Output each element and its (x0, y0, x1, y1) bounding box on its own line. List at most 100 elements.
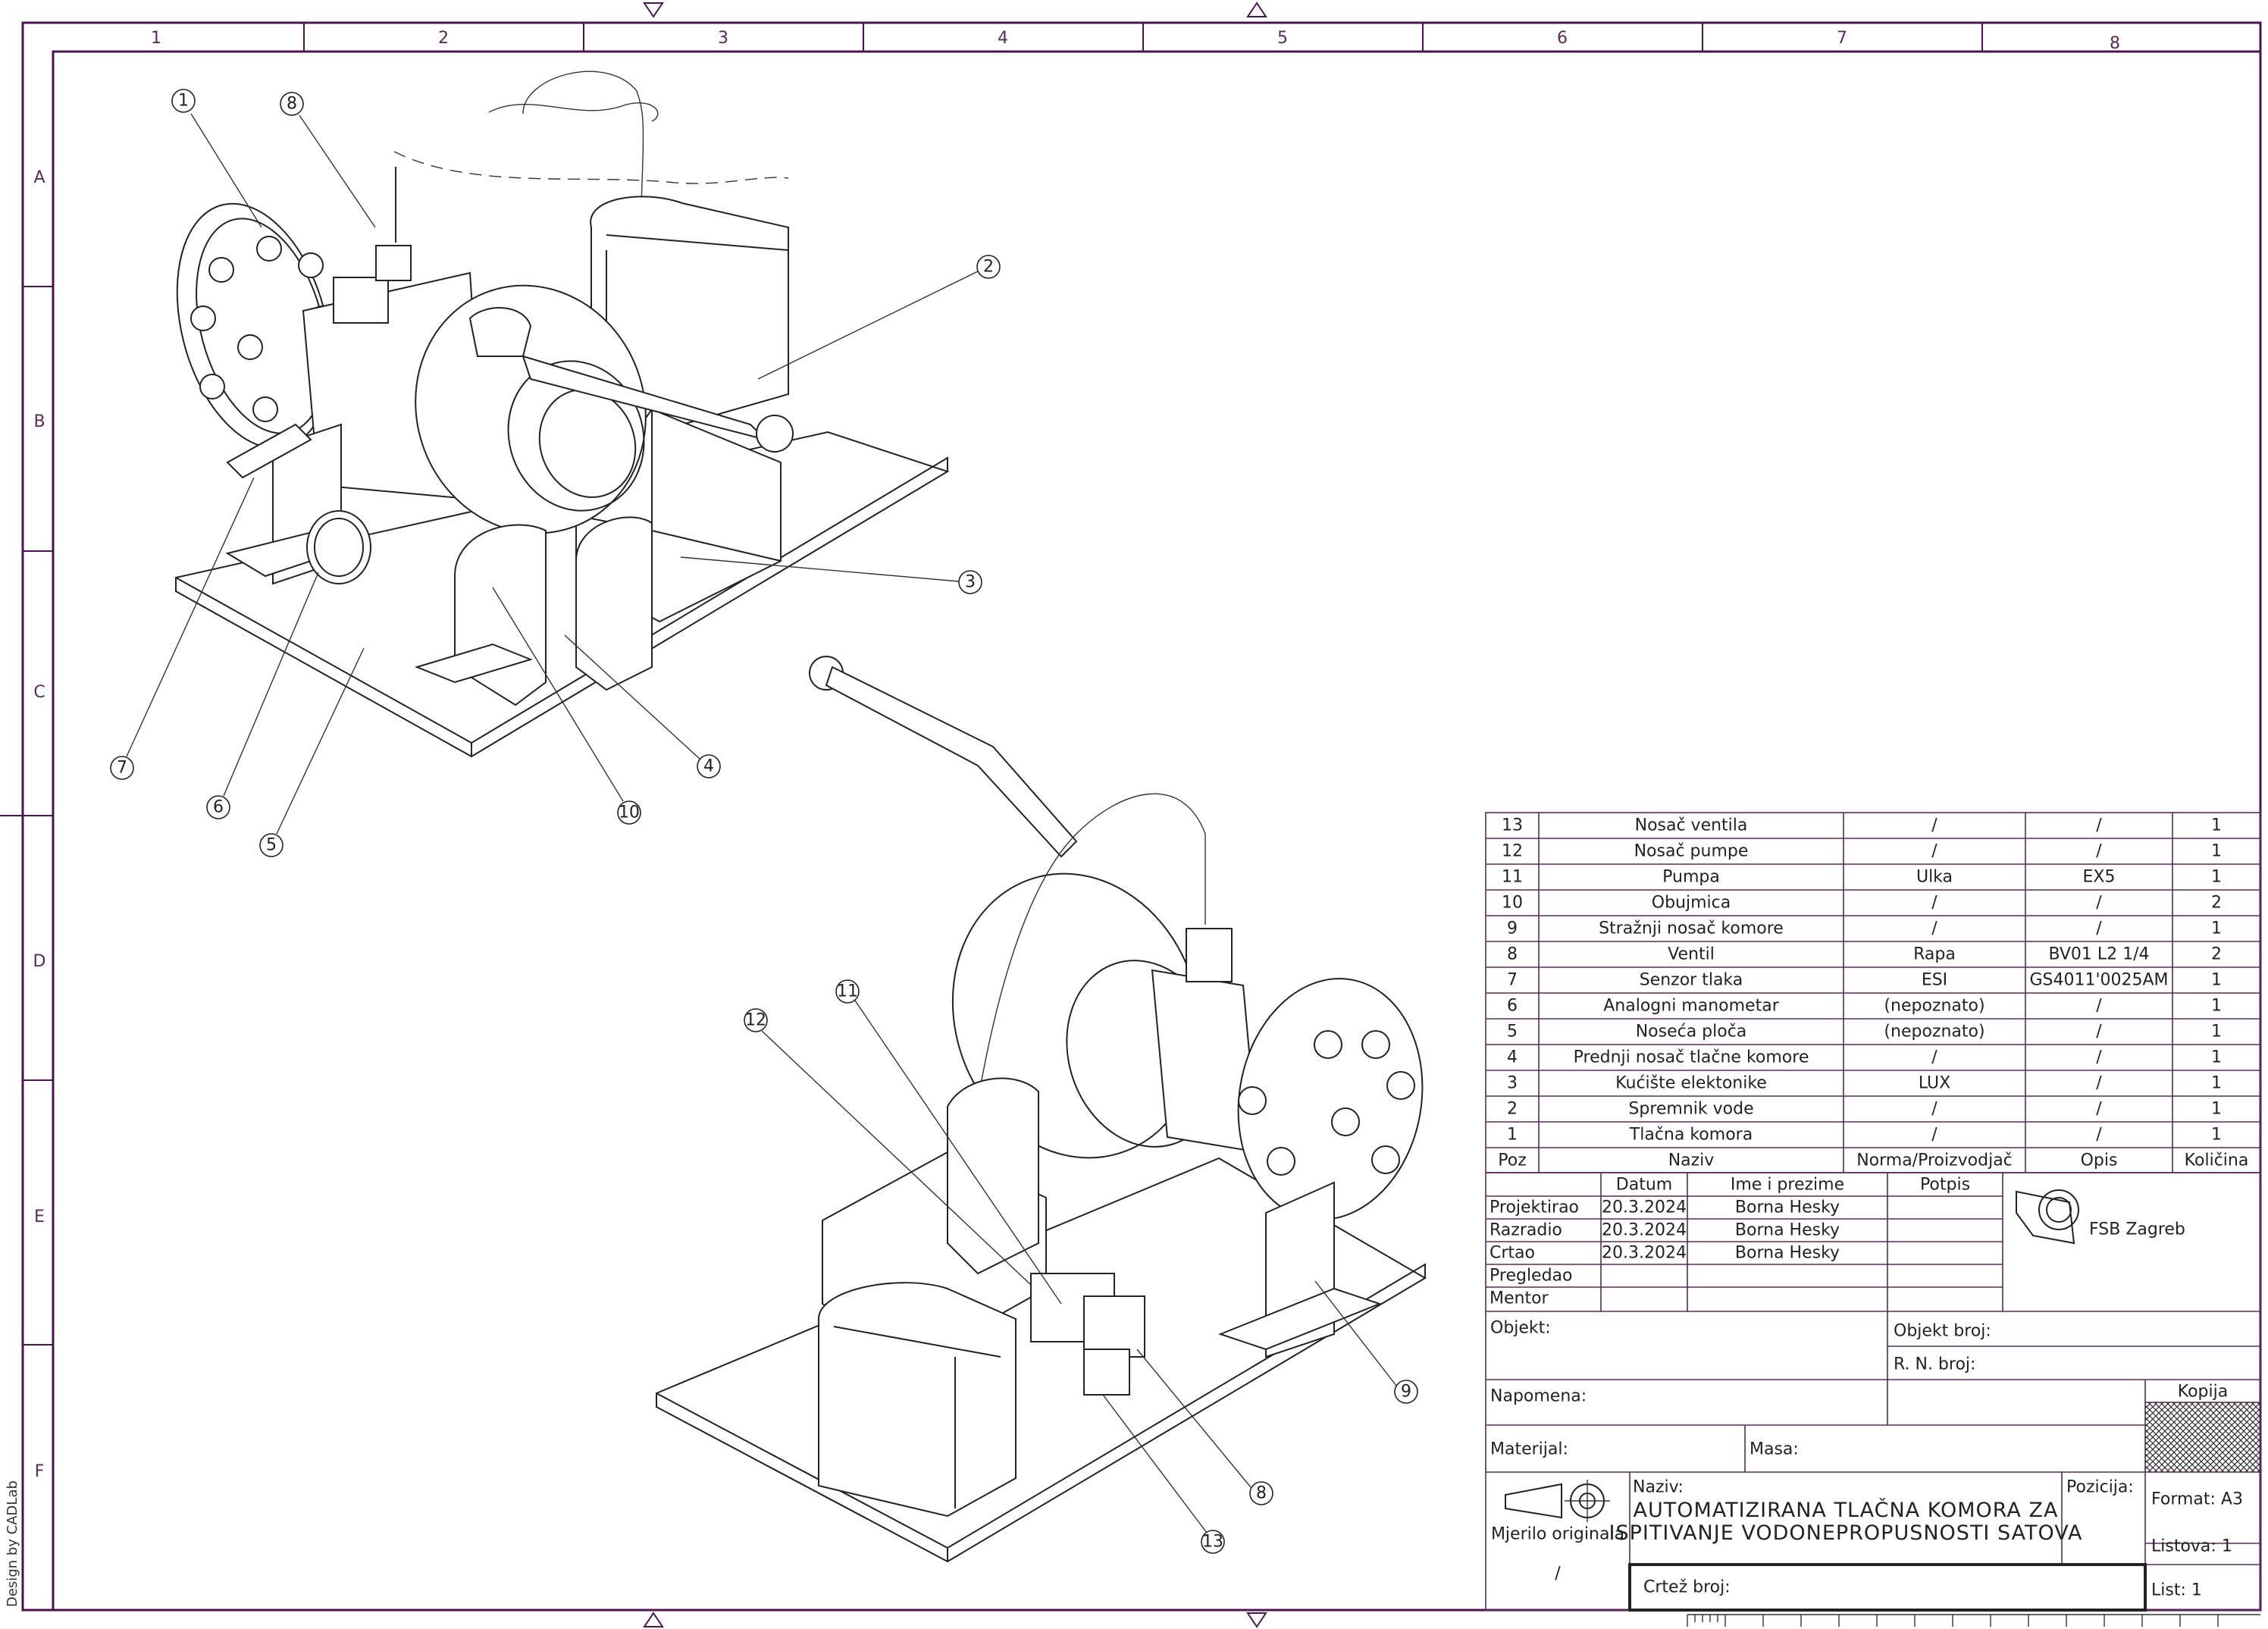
zone-col-5: 5 (1277, 29, 1288, 48)
parts-cell-4-2: / (1931, 1048, 1938, 1067)
mjerilo-value: / (1555, 1565, 1561, 1584)
balloon-7: 7 (117, 759, 127, 778)
isometric-view-bottom (656, 656, 1427, 1563)
parts-cell-11-2: Ulka (1916, 868, 1953, 887)
parts-cell-7-1: Senzor tlaka (1640, 971, 1743, 990)
parts-cell-7-3: GS4011'0025AM (2029, 971, 2168, 990)
institution-name: FSB Zagreb (2089, 1220, 2185, 1239)
parts-header-0: Poz (1498, 1151, 1527, 1170)
parts-cell-13-3: / (2096, 816, 2102, 835)
tb-row-4-0: Mentor (1490, 1289, 1549, 1308)
parts-cell-6-3: / (2096, 997, 2102, 1016)
parts-cell-9-0: 9 (1507, 919, 1518, 938)
parts-cell-2-0: 2 (1507, 1100, 1518, 1119)
parts-cell-10-0: 10 (1502, 894, 1523, 913)
parts-cell-6-4: 1 (2211, 997, 2222, 1016)
zone-col-1: 1 (151, 29, 161, 48)
tb-header-potpis: Potpis (1920, 1176, 1970, 1195)
naziv-label: Naziv: (1633, 1478, 1684, 1497)
balloon-1: 1 (178, 92, 189, 111)
cad-credit: Design by CADLab (5, 1480, 20, 1607)
parts-cell-12-1: Nosač pumpe (1634, 842, 1749, 861)
parts-cell-8-3: BV01 L2 1/4 (2048, 945, 2149, 964)
objekt-label: Objekt: (1490, 1319, 1551, 1338)
zone-row-c: C (33, 683, 45, 702)
zone-row-d: D (33, 952, 46, 971)
parts-cell-8-0: 8 (1507, 945, 1518, 964)
parts-cell-13-2: / (1931, 816, 1938, 835)
masa-label: Masa: (1750, 1440, 1799, 1459)
parts-cell-9-4: 1 (2211, 919, 2222, 938)
parts-cell-11-1: Pumpa (1662, 868, 1720, 887)
tb-header-datum: Datum (1616, 1176, 1672, 1195)
objekt-broj-label: Objekt broj: (1894, 1322, 1991, 1341)
parts-header-1: Naziv (1668, 1151, 1715, 1170)
zone-col-7: 7 (1837, 29, 1847, 48)
isometric-view-top (175, 70, 950, 758)
tb-row-1-0: Razradio (1490, 1221, 1562, 1240)
parts-list-grid (1486, 813, 2260, 1173)
list-label: List: 1 (2151, 1581, 2202, 1600)
parts-cell-4-1: Prednji nosač tlačne komore (1574, 1048, 1809, 1067)
column-zone-labels: 1 2 3 4 5 6 7 8 (151, 29, 2120, 53)
parts-cell-4-0: 4 (1507, 1048, 1518, 1067)
parts-header-4: Količina (2185, 1151, 2249, 1170)
parts-header-2: Norma/Proizvodjač (1856, 1151, 2013, 1170)
parts-cell-10-3: / (2096, 894, 2102, 913)
parts-cell-12-2: / (1931, 842, 1938, 861)
drawing-title-line2: ISPITIVANJE VODONEPROPUSNOSTI SATOVA (1609, 1521, 2083, 1545)
parts-cell-11-3: EX5 (2083, 868, 2116, 887)
balloons-top-view: 1 8 2 3 4 10 5 6 7 (110, 89, 1001, 857)
balloon-5: 5 (266, 836, 277, 855)
tb-row-0-2: Borna Hesky (1735, 1198, 1840, 1217)
row-zone-labels: A B C D E F (33, 168, 46, 1481)
balloon-4: 4 (703, 757, 714, 776)
zone-col-8: 8 (2110, 34, 2120, 53)
pozicija-label: Pozicija: (2066, 1478, 2134, 1497)
zone-col-3: 3 (718, 29, 728, 48)
parts-cell-6-0: 6 (1507, 997, 1518, 1016)
parts-cell-13-0: 13 (1502, 816, 1523, 835)
parts-cell-7-2: ESI (1922, 971, 1947, 990)
parts-header-3: Opis (2081, 1151, 2118, 1170)
parts-cell-9-1: Stražnji nosač komore (1599, 919, 1784, 938)
materijal-label: Materijal: (1490, 1440, 1568, 1459)
parts-cell-4-3: / (2096, 1048, 2102, 1067)
tb-row-2-1: 20.3.2024 (1602, 1244, 1687, 1263)
balloon-8: 8 (287, 95, 297, 114)
parts-cell-3-4: 1 (2211, 1074, 2222, 1093)
title-block: FSB Zagreb Datum Ime i prezime Potpis Pr… (1485, 1172, 2261, 1612)
fsb-logo-icon (2016, 1189, 2079, 1245)
tb-row-1-1: 20.3.2024 (1602, 1221, 1687, 1240)
parts-cell-3-3: / (2096, 1074, 2102, 1093)
kopija-label: Kopija (2178, 1383, 2228, 1402)
zone-row-e: E (34, 1208, 45, 1226)
balloon-3: 3 (965, 573, 976, 592)
parts-cell-5-4: 1 (2211, 1023, 2222, 1042)
tb-row-2-2: Borna Hesky (1735, 1244, 1840, 1263)
balloon-11: 11 (837, 982, 858, 1001)
crtez-broj-label: Crtež broj: (1643, 1578, 1731, 1597)
balloon-2: 2 (983, 258, 994, 277)
drawing-title-line1: AUTOMATIZIRANA TLAČNA KOMORA ZA (1634, 1498, 2059, 1522)
parts-cell-12-0: 12 (1502, 842, 1523, 861)
parts-cell-11-4: 1 (2211, 868, 2222, 887)
tb-row-0-0: Projektirao (1490, 1198, 1579, 1217)
parts-cell-12-4: 1 (2211, 842, 2222, 861)
tb-header-ime: Ime i prezime (1731, 1176, 1844, 1195)
zone-col-6: 6 (1557, 29, 1568, 48)
parts-cell-3-1: Kućište elektonike (1615, 1074, 1767, 1093)
parts-cell-1-2: / (1931, 1126, 1938, 1145)
parts-cell-1-3: / (2096, 1126, 2102, 1145)
format-label: Format: A3 (2151, 1490, 2243, 1509)
parts-cell-5-1: Noseća ploča (1636, 1023, 1747, 1042)
napomena-label: Napomena: (1490, 1387, 1587, 1406)
parts-cell-4-4: 1 (2211, 1048, 2222, 1067)
balloon-6: 6 (213, 798, 224, 817)
parts-cell-8-4: 2 (2211, 945, 2222, 964)
parts-cell-13-1: Nosač ventila (1635, 816, 1748, 835)
zone-col-4: 4 (998, 29, 1008, 48)
parts-cell-10-1: Obujmica (1652, 894, 1731, 913)
